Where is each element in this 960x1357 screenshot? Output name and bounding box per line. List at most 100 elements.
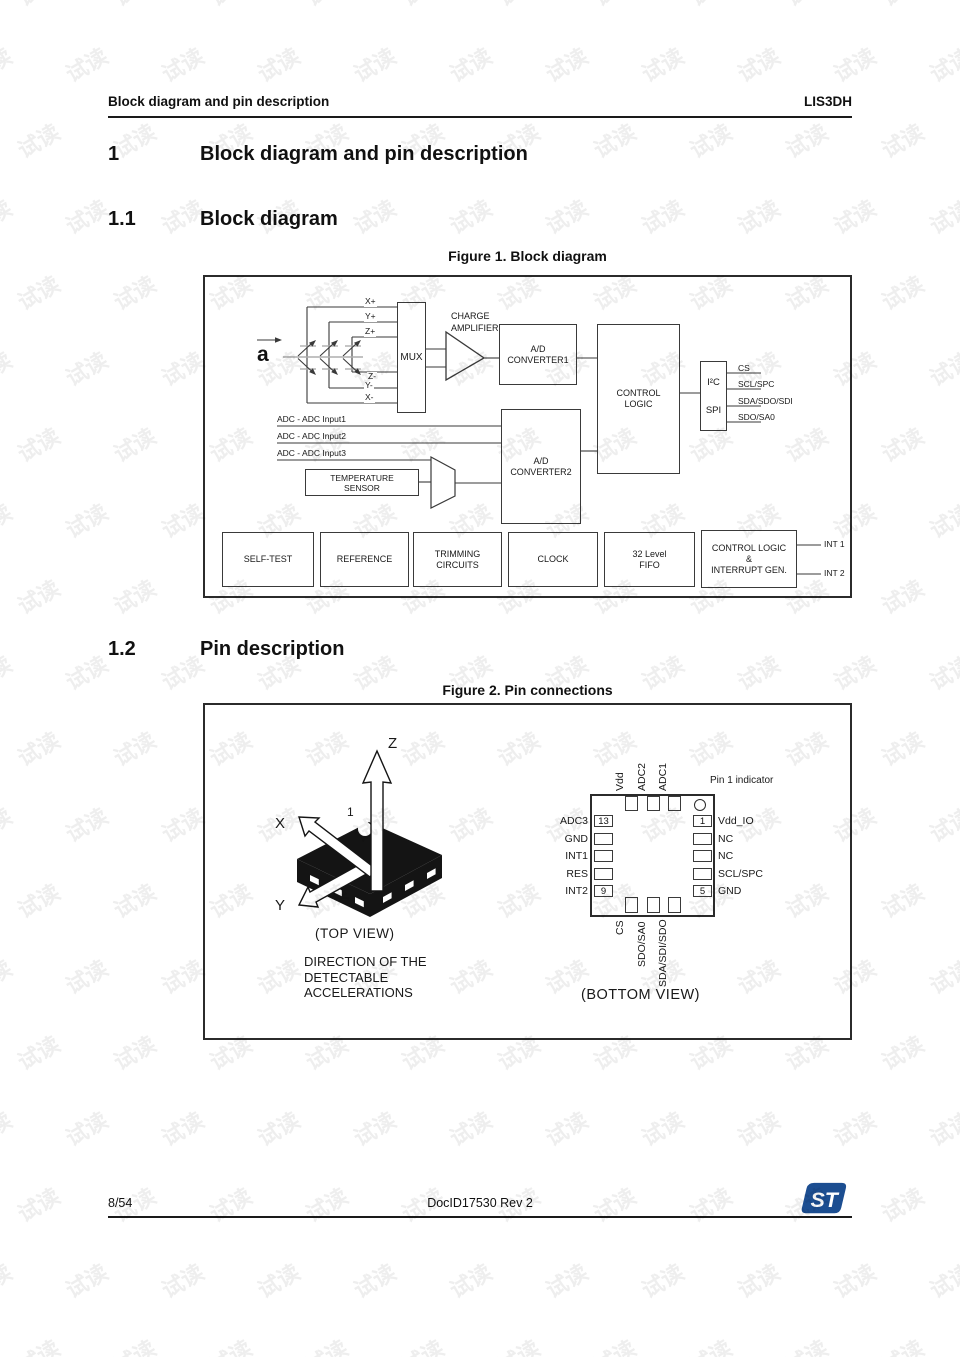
int2-pin-label: INT 2 — [824, 568, 845, 578]
section-1-title: Block diagram and pin description — [200, 143, 528, 165]
figure1-caption: Figure 1. Block diagram — [448, 248, 607, 264]
pin-name-vdd: Vdd — [614, 772, 626, 791]
pad-sda-sdi-sdo — [668, 897, 681, 913]
charge-amplifier-triangle — [445, 330, 486, 382]
reference-block: REFERENCE — [320, 532, 409, 587]
watermark-text: 试读 — [445, 195, 497, 240]
pad-adc2 — [647, 796, 660, 811]
header-left: Block diagram and pin description — [108, 94, 330, 109]
z-axis-arrow — [361, 749, 393, 892]
watermark-text: 试读 — [349, 1107, 401, 1152]
watermark-text: 试读 — [683, 0, 737, 13]
watermark-text: 试读 — [733, 195, 785, 240]
int1-pin-label: INT 1 — [824, 539, 845, 549]
watermark-text: 试读 — [109, 879, 161, 924]
footer-rule — [108, 1216, 852, 1218]
trimming-circuits-block: TRIMMING CIRCUITS — [413, 532, 502, 587]
watermark-text: 试读 — [637, 43, 689, 88]
watermark-text: 试读 — [61, 1107, 113, 1152]
pad-res — [594, 868, 613, 880]
top-view-caption: (TOP VIEW) — [315, 926, 395, 941]
watermark-text: 试读 — [13, 727, 65, 772]
adc2-block: A/D CONVERTER2 — [501, 409, 581, 524]
section-1-number: 1 — [108, 143, 120, 165]
pin-name-nc2: NC — [718, 850, 734, 862]
package-3d-illustration — [297, 749, 442, 917]
watermark-text: 试读 — [875, 0, 929, 13]
pin-name-adc2: ADC2 — [636, 762, 648, 791]
watermark-text: 试读 — [157, 43, 209, 88]
pad-gnd-left — [594, 833, 613, 845]
watermark-text: 试读 — [203, 1331, 257, 1357]
watermark-text: 试读 — [61, 347, 113, 392]
pin-name-nc1: NC — [718, 833, 734, 845]
watermark-text: 试读 — [733, 1259, 785, 1304]
pad-cs — [625, 897, 638, 913]
clock-block: CLOCK — [508, 532, 598, 587]
watermark-text: 试读 — [541, 43, 593, 88]
pin-name-int2: INT2 — [565, 885, 588, 897]
watermark-text: 试读 — [589, 119, 641, 164]
pin-name-gnd-right: GND — [718, 885, 742, 897]
mux-block: MUX — [397, 302, 426, 413]
watermark-text: 试读 — [157, 347, 209, 392]
adc-input3-label: ADC - ADC Input3 — [277, 448, 346, 458]
watermark-text: 试读 — [925, 1107, 960, 1152]
watermark-text: 试读 — [13, 1183, 65, 1228]
watermark-text: 试读 — [11, 1331, 65, 1357]
watermark-text: 试读 — [781, 119, 833, 164]
watermark-text: 试读 — [13, 271, 65, 316]
watermark-text: 试读 — [109, 423, 161, 468]
watermark-text: 试读 — [925, 803, 960, 848]
watermark-text: 试读 — [877, 423, 929, 468]
adc-input1-label: ADC - ADC Input1 — [277, 414, 346, 424]
pin-name-gnd-left: GND — [564, 833, 588, 845]
charge-amplifier-label: CHARGE AMPLIFIER — [451, 311, 499, 333]
watermark-text: 试读 — [13, 879, 65, 924]
watermark-text: 试读 — [779, 0, 833, 13]
watermark-text: 试读 — [109, 727, 161, 772]
watermark-text: 试读 — [683, 1331, 737, 1357]
watermark-text: 试读 — [877, 879, 929, 924]
pin-name-sdo-sa0: SDO/SA0 — [636, 921, 648, 967]
watermark-text: 试读 — [157, 499, 209, 544]
figure1-block-diagram: MUX A/D CONVERTER1 CONTROL LOGIC I²C SPI… — [203, 275, 852, 598]
st-logo: ST — [801, 1182, 847, 1214]
pad-vdd — [625, 796, 638, 811]
pin-name-sda-sdi-sdo: SDA/SDI/SDO — [657, 919, 669, 987]
watermark-text: 试读 — [925, 499, 960, 544]
cs-pin-label: CS — [738, 363, 750, 373]
z-axis-label: Z — [388, 735, 398, 752]
scl-spc-pin-label: SCL/SPC — [738, 379, 775, 389]
watermark-text: 试读 — [877, 119, 929, 164]
watermark-text: 试读 — [253, 43, 305, 88]
header-rule — [108, 116, 852, 118]
temp-mux-trapezoid — [430, 455, 456, 509]
pin1-indicator-circle — [694, 799, 706, 811]
watermark-text: 试读 — [253, 1259, 305, 1304]
watermark-text: 试读 — [445, 1107, 497, 1152]
watermark-text: 试读 — [829, 195, 881, 240]
header-right-doc-title: LIS3DH — [803, 94, 852, 109]
variable-capacitor-arrows — [275, 337, 361, 375]
watermark-text: 试读 — [109, 575, 161, 620]
watermark-text: 试读 — [925, 195, 960, 240]
watermark-text: 试读 — [11, 0, 65, 13]
watermark-text: 试读 — [637, 195, 689, 240]
watermark-text: 试读 — [61, 1259, 113, 1304]
watermark-text: 试读 — [445, 43, 497, 88]
watermark-text: 试读 — [109, 1031, 161, 1076]
pad-adc1 — [668, 796, 681, 811]
watermark-text: 试读 — [587, 0, 641, 13]
watermark-text: 试读 — [445, 1259, 497, 1304]
watermark-text: 试读 — [299, 1331, 353, 1357]
watermark-text: 试读 — [541, 195, 593, 240]
x-axis-arrow — [298, 816, 377, 878]
watermark-text: 试读 — [395, 1331, 449, 1357]
adc1-block: A/D CONVERTER1 — [499, 324, 577, 385]
control-logic-block: CONTROL LOGIC — [597, 324, 680, 474]
watermark-text: 试读 — [61, 651, 113, 696]
pin1-number-label: 1 — [347, 805, 354, 819]
watermark-text: 试读 — [491, 1331, 545, 1357]
